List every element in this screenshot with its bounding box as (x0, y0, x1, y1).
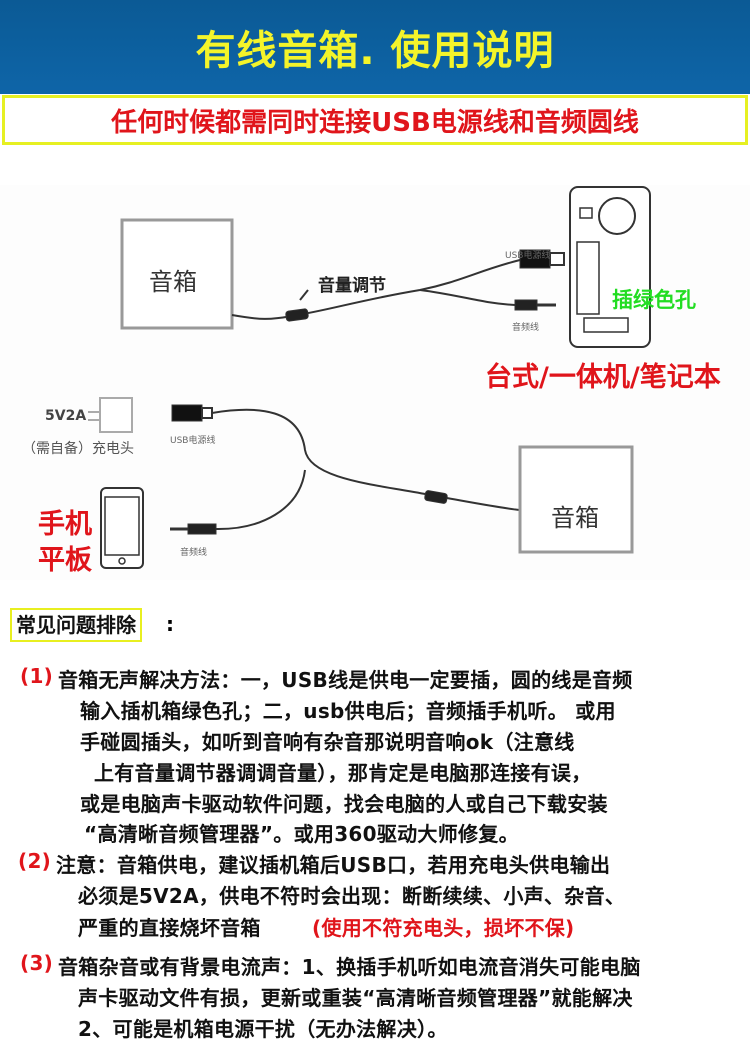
green-hole-label: 插绿色孔 (612, 288, 696, 312)
item2-line: 必须是5V2A，供电不符时会出现：断断续续、小声、杂音、 (78, 884, 626, 908)
item3-number: (3) (20, 951, 54, 975)
item3-line: 音箱杂音或有背景电流声：1、换插手机听如电流音消失可能电脑 (58, 955, 641, 979)
item1-line: 输入插机箱绿色孔；二，usb供电后；音频插手机听。 或用 (80, 699, 616, 723)
usb-cable-label: USB电源线 (505, 251, 551, 261)
charger-spec: 5V2A (45, 408, 87, 424)
speaker-box-icon-2 (518, 445, 634, 554)
item2-number: (2) (18, 849, 52, 873)
computer-tower-icon (569, 186, 651, 348)
page-title: 有线音箱. 使用说明 (195, 28, 555, 74)
item2-warning: (使用不符充电头，损坏不保) (312, 916, 575, 940)
devices-label: 台式/一体机/笔记本 (485, 362, 721, 393)
speaker-label-2: 音箱 (551, 504, 599, 532)
usb-plug-icon-2 (171, 404, 203, 422)
faq-colon: : (166, 612, 174, 636)
usb-cable-label-2: USB电源线 (170, 436, 216, 446)
volume-control-icon (285, 308, 309, 322)
item3-line: 2、可能是机箱电源干扰（无办法解决）。 (78, 1017, 448, 1041)
charger-label: （需自备）充电头 (22, 441, 134, 457)
item1-line: 上有音量调节器调调音量），那肯定是电脑那连接有误， (94, 761, 592, 785)
cable-top (231, 259, 521, 320)
item1-line: 或是电脑声卡驱动软件问题，找会电脑的人或自己下载安装 (80, 792, 608, 816)
item2-line: 严重的直接烧坏音箱 (78, 916, 261, 940)
audio-cable-label: 音频线 (512, 323, 540, 333)
volume-label: 音量调节 (318, 276, 386, 296)
item1-line: 音箱无声解决方法：一，USB线是供电一定要插，圆的线是音频 (58, 668, 633, 692)
item3-line: 声卡驱动文件有损，更新或重装“高清晰音频管理器”就能解决 (78, 986, 633, 1010)
header-banner: 有线音箱. 使用说明 (0, 0, 750, 94)
phone-label: 手机 (38, 509, 92, 540)
faq-title: 常见问题排除 (10, 608, 142, 642)
notice-box: 任何时候都需同时连接USB电源线和音频圆线 (2, 95, 748, 145)
phone-icon (100, 487, 144, 569)
item1-line: 手碰圆插头，如听到音响有杂音那说明音响ok（注意线 (80, 730, 575, 754)
item1-line: “高清晰音频管理器”。或用360驱动大师修复。 (84, 822, 519, 846)
tablet-label: 平板 (38, 545, 92, 576)
cable-bottom (211, 408, 521, 511)
audio-jack-icon (514, 299, 538, 311)
item1-number: (1) (20, 664, 54, 688)
audio-cable-label-2: 音频线 (180, 548, 208, 558)
charger-icon (88, 397, 133, 433)
item2-line: 注意：音箱供电，建议插机箱后USB口，若用充电头供电输出 (56, 853, 611, 877)
speaker-box-icon (120, 218, 234, 330)
audio-jack-icon-2 (187, 523, 217, 535)
notice-text: 任何时候都需同时连接USB电源线和音频圆线 (111, 107, 639, 138)
speaker-label: 音箱 (149, 268, 197, 296)
connection-diagram (0, 185, 750, 580)
